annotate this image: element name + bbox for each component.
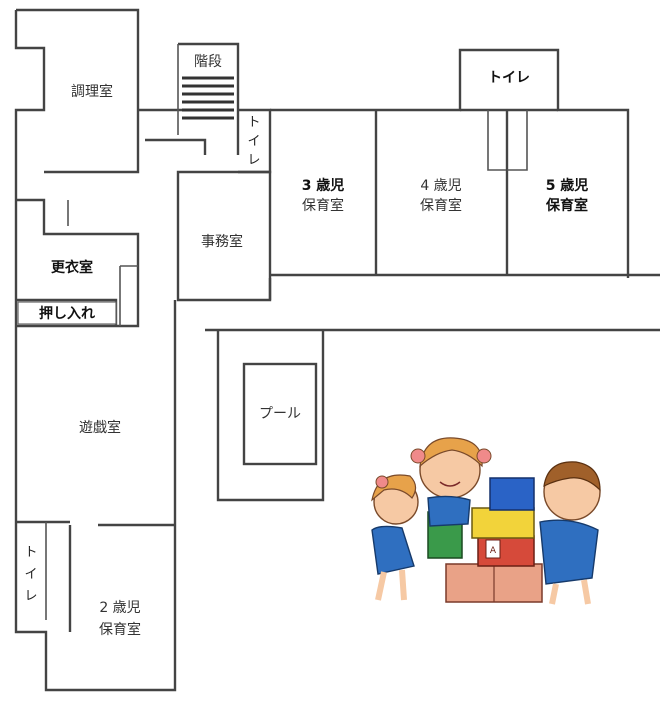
- class5-label-2: 保育室: [545, 197, 588, 214]
- toilet-top-label: トイレ: [488, 70, 530, 86]
- closet-label: 押し入れ: [39, 305, 95, 322]
- playroom-label: 遊戯室: [79, 419, 121, 436]
- toilet-left-label-2: イ: [24, 567, 37, 582]
- class5-label-1: 5 歳児: [546, 177, 589, 194]
- class3-label-1: 3 歳児: [302, 177, 345, 194]
- pool-label: プール: [259, 406, 301, 422]
- stairs-treads: [182, 76, 234, 120]
- class2-label-1: 2 歳児: [99, 600, 140, 616]
- closet-box: [17, 301, 117, 325]
- walls: [14, 8, 660, 692]
- office-label: 事務室: [201, 233, 243, 250]
- class2-label-2: 保育室: [99, 621, 141, 638]
- block-letter: A: [490, 546, 497, 556]
- yellow-block: [471, 507, 535, 539]
- class4-label-1: 4 歳児: [420, 178, 461, 194]
- toilet-small-label-3: レ: [247, 153, 260, 168]
- toilet-left-label-3: レ: [24, 589, 37, 604]
- class3-label-2: 保育室: [302, 197, 344, 214]
- boy-right: [539, 461, 601, 605]
- letter-block: [485, 539, 501, 559]
- blue-block: [489, 477, 535, 511]
- children-illustration: A: [371, 437, 601, 605]
- stairs-label: 階段: [194, 54, 222, 70]
- toilet-small-label-2: イ: [247, 134, 260, 149]
- toilet-left-label-1: ト: [24, 545, 37, 560]
- class4-label-2: 保育室: [420, 197, 462, 214]
- pool-box: [242, 362, 318, 466]
- toilet-small-label-1: ト: [247, 115, 260, 130]
- girl-left: [371, 474, 419, 601]
- changing-label: 更衣室: [51, 259, 93, 276]
- kitchen-label: 調理室: [71, 83, 113, 100]
- girl-center: [410, 437, 492, 527]
